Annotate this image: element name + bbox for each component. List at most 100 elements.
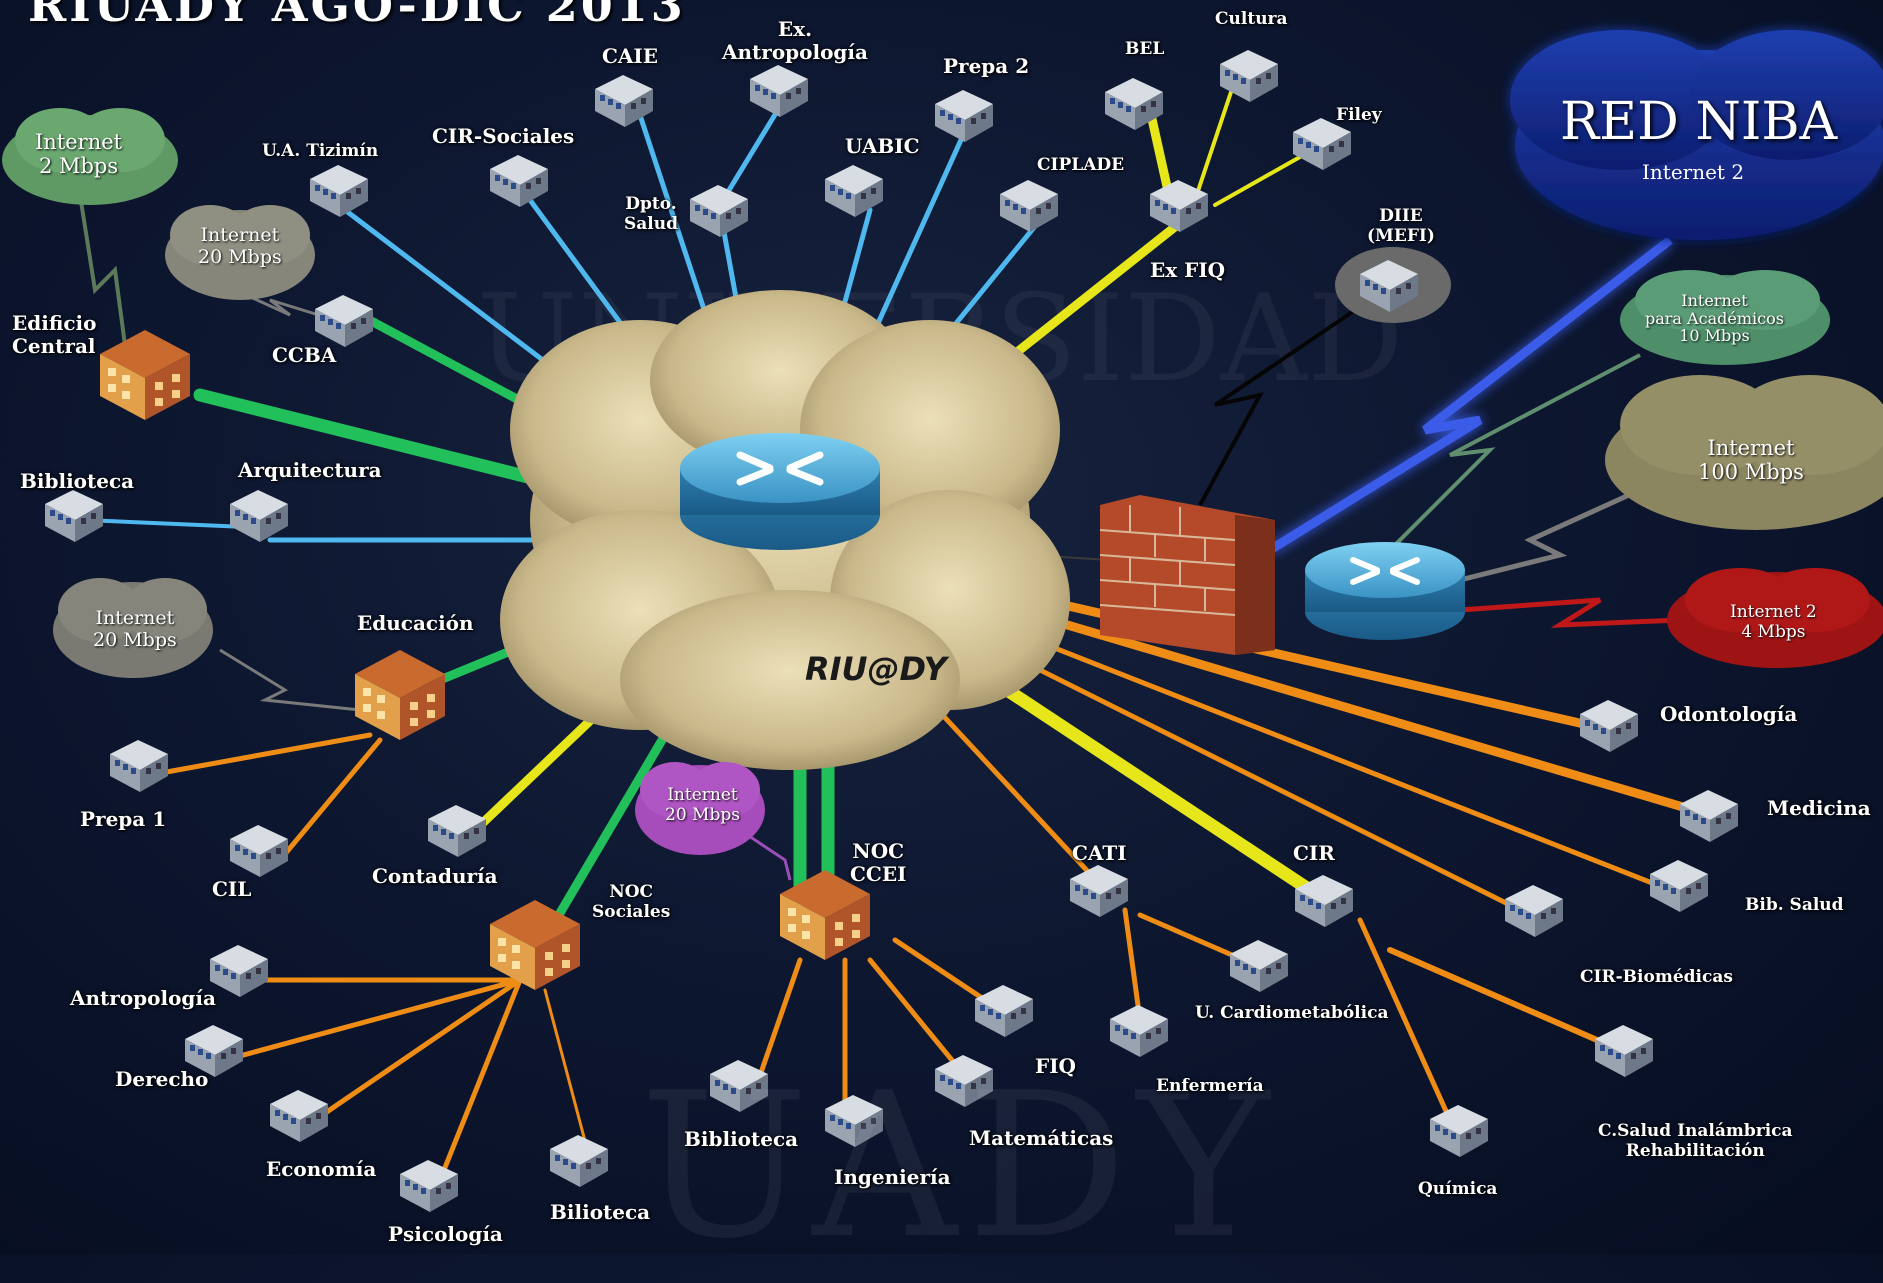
building-icon-educacion bbox=[355, 650, 445, 740]
building-icon-cir-sociales bbox=[490, 155, 548, 207]
building-icon-uabic bbox=[825, 165, 883, 217]
link-internet2-4 bbox=[1459, 597, 1681, 628]
label-cir-biomedicas: CIR-Biomédicas bbox=[1580, 967, 1733, 987]
label-cir: CIR bbox=[1293, 841, 1335, 865]
internet-20-noc-cloud bbox=[635, 762, 765, 855]
label-ccba: CCBA bbox=[272, 343, 337, 367]
link-educacion-prepa1 bbox=[147, 732, 373, 778]
building-icon-bilioteca bbox=[550, 1135, 608, 1187]
label-c-salud: C.Salud Inalámbrica Rehabilitación bbox=[1598, 1121, 1793, 1161]
building-icon-odontologia bbox=[1580, 700, 1638, 752]
building-icon-ciplade bbox=[1000, 180, 1058, 232]
link-nocsoc-derecho bbox=[222, 977, 523, 1063]
building-icon-cati bbox=[1070, 865, 1128, 917]
link-nocsoc-psicologia bbox=[437, 977, 523, 1183]
building-icon-noc-sociales bbox=[490, 900, 580, 990]
link-internet2mbps bbox=[78, 194, 127, 346]
link-academicos bbox=[1378, 353, 1641, 562]
building-icon-fiq bbox=[975, 985, 1033, 1037]
building-icon-psicologia bbox=[400, 1160, 458, 1212]
red-niba-cloud bbox=[1510, 30, 1883, 240]
label-diie-mefi: DIIE (MEFI) bbox=[1367, 206, 1435, 246]
label-antropologia: Antropología bbox=[70, 986, 216, 1010]
label-ex-fiq: Ex FIQ bbox=[1150, 258, 1226, 282]
label-bib-salud: Bib. Salud bbox=[1745, 895, 1844, 915]
label-educacion: Educación bbox=[357, 611, 474, 635]
network-diagram: UNIVERSIDAD bbox=[2, 0, 1883, 1246]
link-nocsoc-bilioteca bbox=[543, 988, 592, 1162]
link-firewall-diie bbox=[1198, 298, 1372, 506]
building-icon-cil bbox=[230, 825, 288, 877]
internet-100-cloud bbox=[1605, 375, 1883, 530]
building-icon-contaduria bbox=[428, 805, 486, 857]
internet-2mbps-cloud bbox=[2, 108, 178, 205]
internet-20-ccba-cloud bbox=[165, 205, 315, 300]
label-ingenieria: Ingeniería bbox=[834, 1165, 951, 1189]
label-ciplade: CIPLADE bbox=[1037, 155, 1125, 175]
building-icon-prepa1 bbox=[110, 740, 168, 792]
wan-router-icon bbox=[1305, 542, 1465, 640]
label-dpto-salud: Dpto. Salud bbox=[624, 194, 678, 234]
building-icon-prepa2 bbox=[935, 90, 993, 142]
link-educacion-cil bbox=[277, 737, 383, 863]
firewall-icon bbox=[1099, 495, 1275, 655]
building-icon-bib-salud bbox=[1650, 860, 1708, 912]
label-prepa2: Prepa 2 bbox=[943, 54, 1030, 78]
building-icon-filey bbox=[1293, 118, 1351, 170]
internet-20-educacion-cloud bbox=[53, 578, 213, 678]
link-niba bbox=[1267, 236, 1673, 554]
building-icon-biblioteca-left bbox=[45, 490, 103, 542]
link-internet20-ccba bbox=[234, 288, 336, 322]
label-noc-ccei: NOC CCEI bbox=[850, 839, 907, 886]
link-ccei-biblioteca bbox=[752, 957, 803, 1093]
label-quimica: Química bbox=[1418, 1179, 1498, 1199]
building-icon-dpto-salud bbox=[690, 185, 748, 237]
label-cultura: Cultura bbox=[1215, 9, 1288, 29]
label-arquitectura: Arquitectura bbox=[238, 458, 382, 482]
link-internet100 bbox=[1439, 487, 1642, 588]
link-internet20-educacion bbox=[219, 648, 361, 712]
label-biblioteca-bottom: Biblioteca bbox=[684, 1127, 799, 1151]
internet-academicos-cloud bbox=[1620, 270, 1830, 365]
core-router-icon bbox=[680, 433, 880, 550]
building-icon-ua-tizimin bbox=[310, 165, 368, 217]
label-medicina: Medicina bbox=[1767, 796, 1871, 820]
label-economia: Economía bbox=[266, 1157, 377, 1181]
link-cultura bbox=[1193, 78, 1237, 202]
building-icon-ccba bbox=[315, 295, 373, 347]
link-nocsoc-economia bbox=[312, 977, 523, 1123]
label-odontologia: Odontología bbox=[1660, 702, 1798, 726]
label-enfermeria: Enfermería bbox=[1156, 1076, 1264, 1096]
label-caie: CAIE bbox=[602, 44, 659, 68]
link-cati-enfermeria bbox=[1122, 907, 1143, 1023]
building-icon-antropologia bbox=[210, 945, 268, 997]
label-bilioteca: Bilioteca bbox=[550, 1200, 651, 1224]
label-derecho: Derecho bbox=[115, 1067, 209, 1091]
red-niba-title: RED NIBA bbox=[1560, 92, 1838, 152]
label-cil: CIL bbox=[212, 877, 252, 901]
building-icon-edificio-central bbox=[100, 330, 190, 420]
label-cati: CATI bbox=[1072, 841, 1127, 865]
label-fiq: FIQ bbox=[1035, 1054, 1076, 1078]
label-bel: BEL bbox=[1125, 39, 1165, 59]
label-matematicas: Matemáticas bbox=[969, 1126, 1114, 1150]
internet2-4-cloud bbox=[1667, 568, 1883, 668]
label-psicologia: Psicología bbox=[388, 1222, 503, 1246]
link-cir-csalud bbox=[1387, 947, 1623, 1053]
label-edificio-central: Edificio Central bbox=[12, 311, 97, 358]
building-icon-arquitectura bbox=[230, 490, 288, 542]
label-biblioteca-left: Biblioteca bbox=[20, 469, 135, 493]
building-icon-medicina bbox=[1680, 790, 1738, 842]
uady-watermark: UADY bbox=[640, 1050, 1280, 1283]
label-u-cardiometabolica: U. Cardiometabólica bbox=[1195, 1003, 1389, 1023]
label-uabic: UABIC bbox=[845, 134, 920, 158]
label-filey: Filey bbox=[1336, 105, 1382, 125]
link-cir-quimica bbox=[1357, 917, 1453, 1123]
label-ua-tizimin: U.A. Tizimín bbox=[262, 141, 379, 161]
